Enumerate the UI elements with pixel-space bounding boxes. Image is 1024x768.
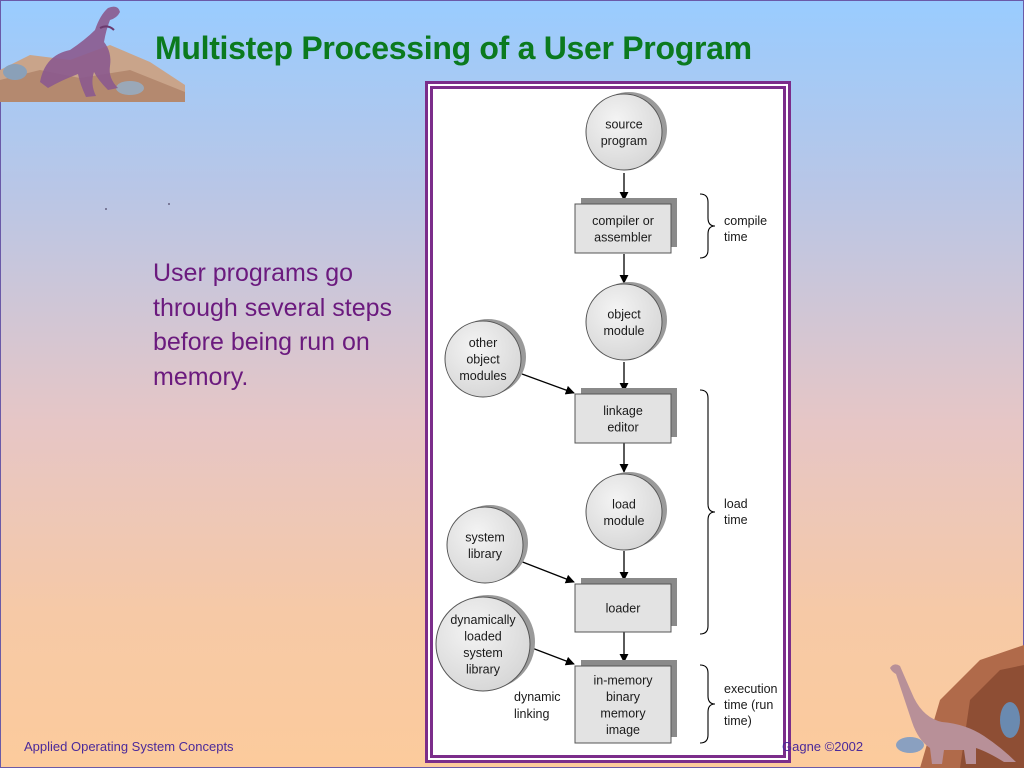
- slide-title: Multistep Processing of a User Program: [155, 30, 752, 66]
- node-box: [574, 665, 672, 744]
- arrow-other-to-linkage: [521, 373, 575, 395]
- brace-load-time: [699, 389, 716, 635]
- node-circle: [435, 596, 531, 692]
- node-box: [574, 393, 672, 444]
- arrow-syslib-to-loader: [519, 560, 575, 584]
- node-box: [574, 583, 672, 633]
- node-circle: [585, 473, 663, 551]
- node-label: loader: [606, 602, 641, 616]
- node-circle: [585, 93, 663, 171]
- dinosaur-logo-bottom-right: [890, 645, 1024, 768]
- stray-dot: [105, 208, 107, 210]
- diagram-node-loader: loader: [574, 578, 677, 633]
- slide-body-text: User programs go through several steps b…: [153, 259, 393, 391]
- brace-compile-time: [699, 193, 716, 259]
- stray-dot: [168, 203, 170, 205]
- arrow-dynlib-to-inmem: [531, 647, 575, 666]
- node-circle: [444, 320, 522, 398]
- edge-label-dynamic-linking: dynamic linking: [514, 690, 564, 721]
- node-box: [574, 203, 672, 254]
- brace-execution-time: [699, 664, 716, 744]
- phase-label-execution-time: execution time (run time): [724, 682, 781, 728]
- footer-copyright: Gagne ©2002: [782, 739, 864, 754]
- node-circle: [585, 283, 663, 361]
- node-circle: [446, 506, 524, 584]
- phase-label-load-time: load time: [724, 497, 751, 527]
- phase-label-compile-time: compile time: [724, 214, 771, 244]
- footer-course-name: Applied Operating System Concepts: [24, 739, 234, 754]
- dinosaur-logo-top-left: [0, 6, 185, 102]
